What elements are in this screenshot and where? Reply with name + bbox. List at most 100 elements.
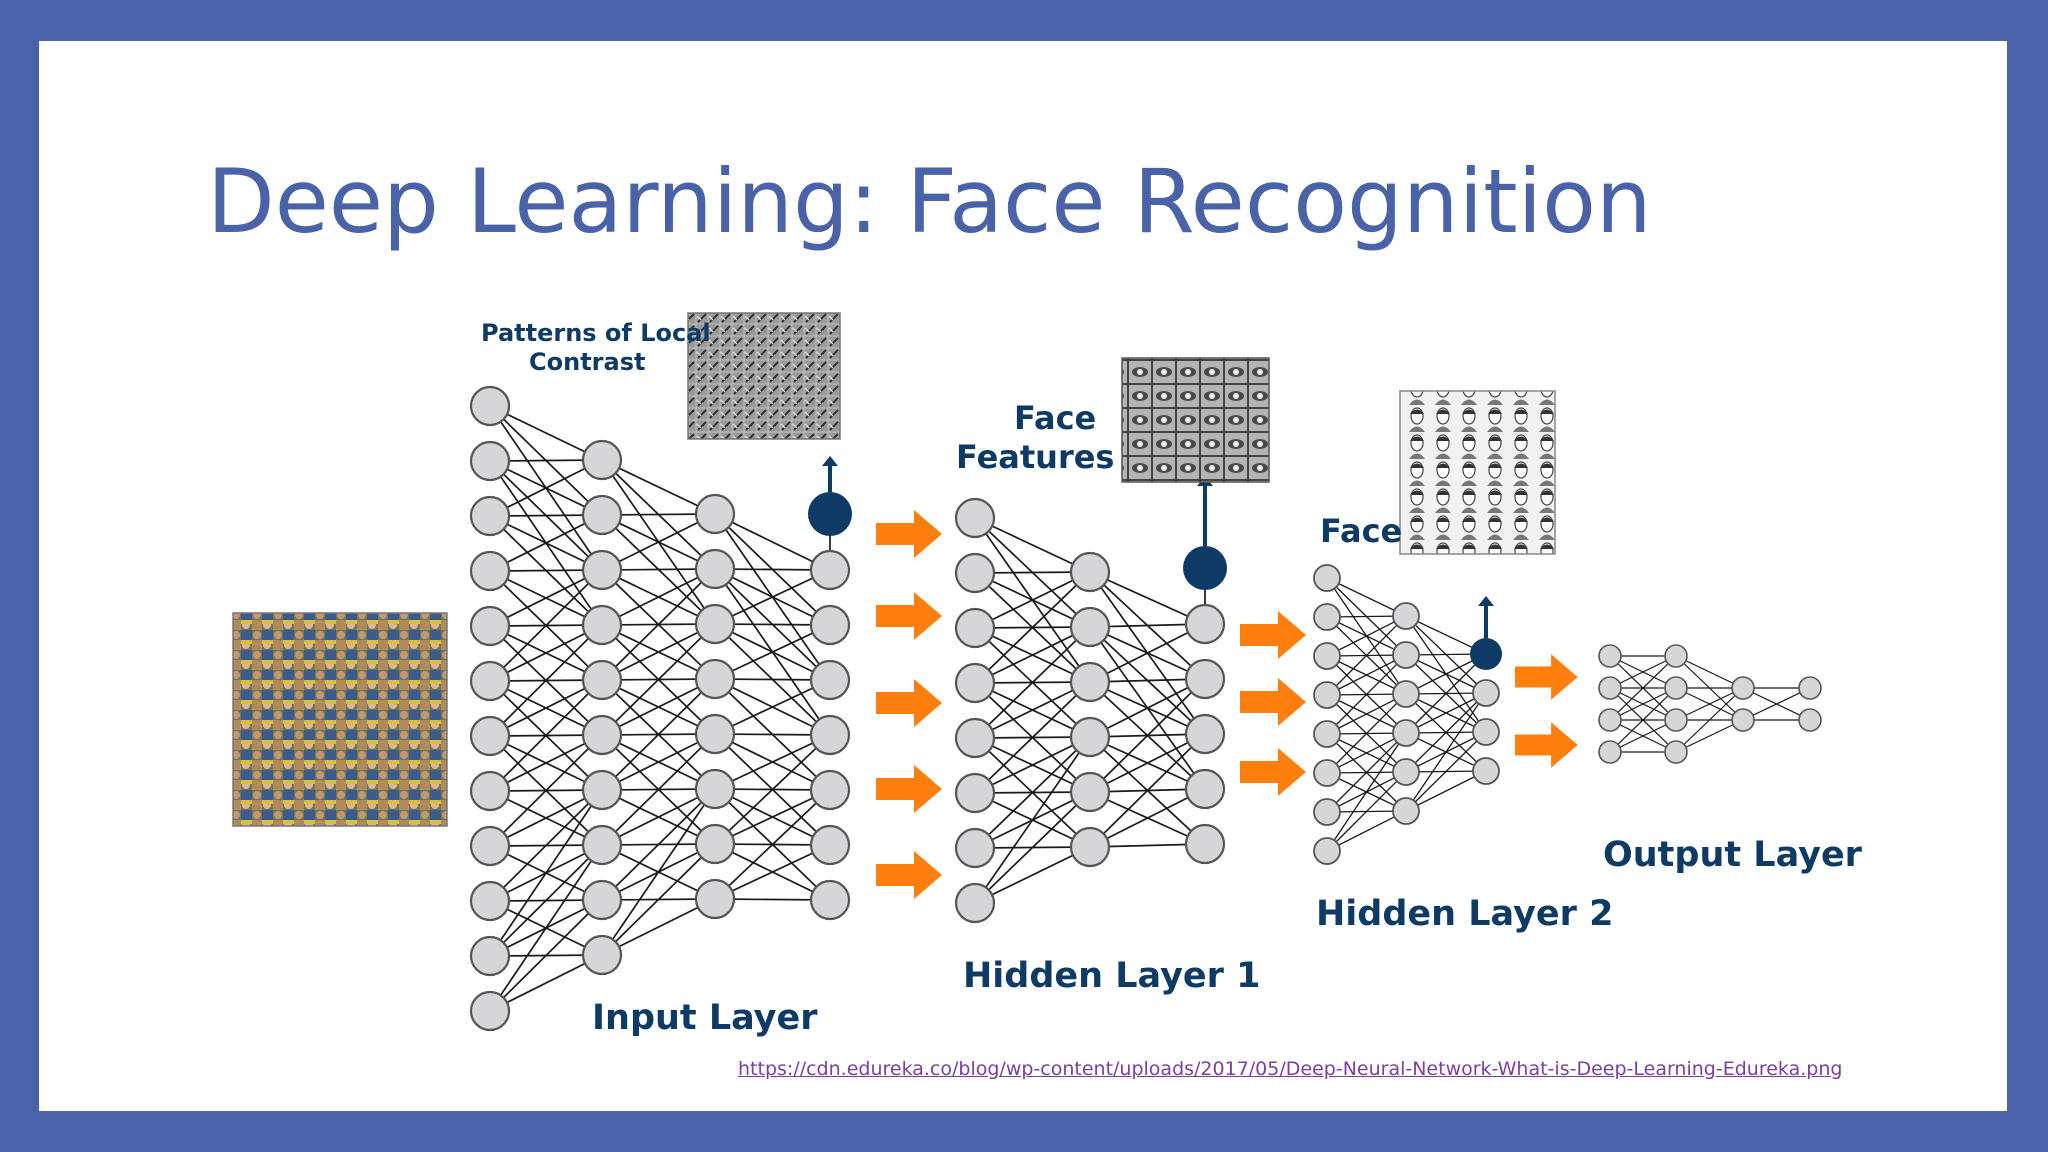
connection-line	[489, 679, 603, 792]
neuron-node	[954, 827, 996, 869]
neuron-node	[581, 494, 623, 536]
connection-line	[1089, 571, 1206, 625]
neuron-node	[809, 604, 851, 646]
diagram-images	[232, 312, 1556, 827]
connection-line	[1405, 653, 1487, 734]
activation-arrow-icon	[822, 456, 838, 466]
neuron-node	[1313, 642, 1341, 670]
flow-arrow-icon	[1515, 654, 1578, 700]
neuron-node	[469, 605, 511, 647]
connection-line	[714, 513, 831, 571]
active-neuron-node	[1183, 546, 1227, 590]
output-layer-label: Output Layer	[1603, 835, 1862, 875]
connection-line	[1326, 577, 1407, 617]
neuron-node	[1184, 713, 1226, 755]
connection-line	[714, 844, 831, 900]
neuron-node	[469, 550, 511, 592]
flow-arrow-icon	[1240, 678, 1306, 726]
neuron-node	[694, 603, 736, 645]
connection-line	[601, 788, 716, 956]
connection-line	[714, 624, 831, 680]
neuron-node	[1069, 771, 1111, 813]
neuron-node	[1069, 716, 1111, 758]
active-neuron-node	[1470, 638, 1502, 670]
connection-line	[1326, 654, 1407, 735]
connection-line	[714, 734, 831, 790]
connection-line	[714, 789, 831, 900]
connection-line	[489, 679, 603, 737]
connection-line	[601, 788, 716, 901]
neuron-node	[694, 768, 736, 810]
neuron-node	[954, 497, 996, 539]
network-nodes	[469, 385, 1822, 1032]
neuron-node	[694, 878, 736, 920]
connection-line	[601, 623, 716, 681]
connection-line	[1089, 733, 1206, 793]
flow-arrow-icon	[876, 679, 942, 727]
activation-arrow-icon	[1478, 596, 1494, 606]
connection-line	[1326, 771, 1407, 852]
slide-title: Deep Learning: Face Recognition	[207, 150, 1652, 253]
neuron-node	[954, 662, 996, 704]
flow-arrow-icon	[1240, 611, 1306, 659]
face-features-label: Face	[1014, 399, 1097, 437]
connection-line	[714, 679, 831, 735]
neuron-node	[954, 607, 996, 649]
connection-line	[489, 899, 603, 1012]
neuron-node	[581, 549, 623, 591]
neuron-node	[1392, 797, 1420, 825]
connection-line	[601, 513, 716, 571]
neuron-node	[1664, 740, 1688, 764]
neuron-node	[1184, 768, 1226, 810]
connection-line	[489, 789, 603, 847]
connection-line	[1326, 732, 1407, 813]
flow-arrow-icon	[876, 592, 942, 640]
connection-line	[1742, 687, 1811, 721]
neuron-node	[809, 659, 851, 701]
connection-line	[601, 678, 716, 736]
neuron-node	[1798, 708, 1822, 732]
connection-line	[1326, 732, 1407, 774]
source-link[interactable]: https://cdn.edureka.co/blog/wp-content/u…	[738, 1058, 1843, 1080]
flow-arrow-icon	[1515, 722, 1578, 768]
neuron-node	[1069, 661, 1111, 703]
neuron-node	[469, 660, 511, 702]
connection-line	[974, 681, 1091, 794]
neuron-node	[1313, 564, 1341, 592]
connection-line	[1405, 770, 1487, 812]
neuron-node	[1731, 708, 1755, 732]
neuron-node	[809, 769, 851, 811]
neuron-node	[1664, 708, 1688, 732]
connection-line	[1609, 655, 1677, 721]
neuron-node	[1184, 658, 1226, 700]
connection-line	[1405, 731, 1487, 812]
flow-arrows	[876, 510, 1578, 899]
connection-line	[1326, 693, 1407, 774]
connection-line	[489, 569, 603, 627]
neuron-node	[1392, 602, 1420, 630]
connection-line	[1675, 687, 1744, 721]
connection-line	[1089, 623, 1206, 683]
connection-line	[601, 568, 716, 626]
flow-arrow-icon	[1240, 748, 1306, 796]
neuron-node	[1392, 680, 1420, 708]
neuron-node	[694, 713, 736, 755]
connection-line	[1326, 654, 1407, 696]
connection-line	[1089, 678, 1206, 793]
connection-line	[1326, 810, 1407, 852]
neuron-node	[1598, 676, 1622, 700]
connection-line	[974, 736, 1091, 904]
neuron-node	[694, 493, 736, 535]
neuron-node	[1472, 757, 1500, 785]
connection-line	[1326, 615, 1407, 657]
connection-line	[1609, 655, 1677, 689]
patterns-label-line2: Contrast	[529, 348, 646, 376]
neuron-node	[954, 772, 996, 814]
active-neuron-node	[808, 492, 852, 536]
neuron-node	[1069, 826, 1111, 868]
neuron-node	[1069, 551, 1111, 593]
neuron-node	[469, 880, 511, 922]
connection-line	[1089, 733, 1206, 848]
neuron-node	[581, 439, 623, 481]
